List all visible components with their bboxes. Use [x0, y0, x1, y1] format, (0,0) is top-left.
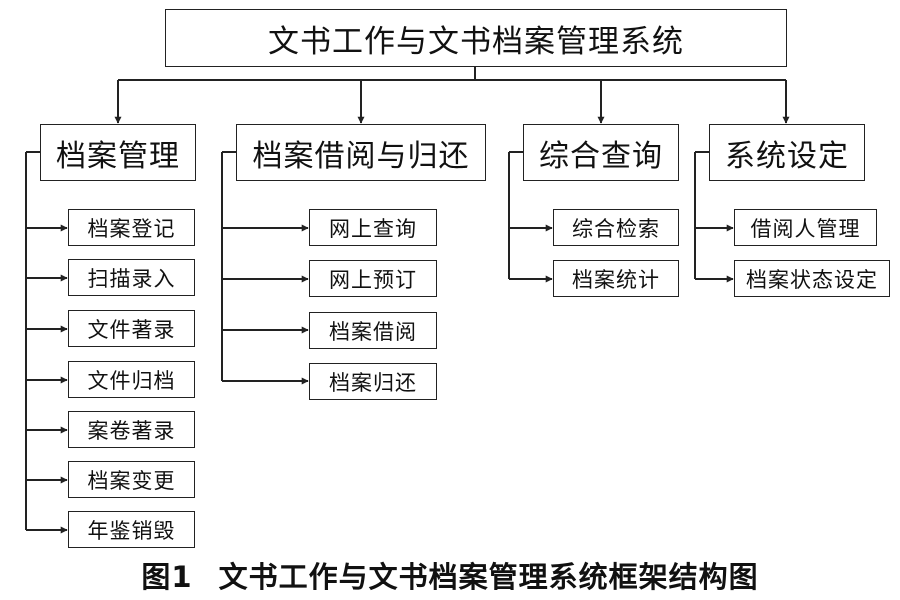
- function-node: 文件著录: [68, 310, 195, 347]
- function-label: 档案统计: [572, 267, 660, 292]
- function-node: 扫描录入: [68, 259, 195, 296]
- function-node: 借阅人管理: [734, 209, 877, 246]
- figure-caption: 图1 文书工作与文书档案管理系统框架结构图: [0, 555, 900, 595]
- module-comprehensive-query: 综合查询: [523, 124, 679, 181]
- figure-title: 文书工作与文书档案管理系统框架结构图: [218, 560, 759, 594]
- function-node: 档案统计: [553, 260, 679, 297]
- function-label: 档案状态设定: [746, 267, 878, 292]
- function-node: 档案状态设定: [734, 260, 890, 297]
- module-borrow-return: 档案借阅与归还: [236, 124, 486, 181]
- function-label: 案卷著录: [87, 418, 176, 443]
- root-node-label: 文书工作与文书档案管理系统: [268, 23, 684, 60]
- function-node: 档案登记: [68, 209, 195, 246]
- function-label: 档案借阅: [329, 319, 417, 344]
- function-node: 网上查询: [309, 209, 437, 246]
- figure-number: 图1: [141, 560, 193, 594]
- function-node: 文件归档: [68, 361, 195, 398]
- function-label: 网上查询: [329, 216, 417, 241]
- function-label: 扫描录入: [87, 266, 176, 291]
- function-node: 年鉴销毁: [68, 511, 195, 548]
- module-label: 综合查询: [539, 138, 663, 174]
- module-system-settings: 系统设定: [709, 124, 865, 181]
- function-node: 案卷著录: [68, 411, 195, 448]
- function-label: 借阅人管理: [750, 216, 861, 241]
- function-label: 网上预订: [329, 267, 417, 292]
- function-label: 年鉴销毁: [87, 518, 176, 543]
- module-label: 档案借阅与归还: [252, 138, 470, 174]
- function-node: 网上预订: [309, 260, 437, 297]
- root-node: 文书工作与文书档案管理系统: [165, 9, 787, 67]
- function-node: 档案借阅: [309, 312, 437, 349]
- function-label: 综合检索: [572, 216, 660, 241]
- function-node: 档案归还: [309, 363, 437, 400]
- function-label: 档案登记: [87, 216, 176, 241]
- function-label: 文件著录: [87, 317, 176, 342]
- function-node: 综合检索: [553, 209, 679, 246]
- module-archive-management: 档案管理: [40, 124, 196, 181]
- function-label: 档案变更: [87, 468, 176, 493]
- function-label: 文件归档: [87, 368, 176, 393]
- function-label: 档案归还: [329, 370, 417, 395]
- function-node: 档案变更: [68, 461, 195, 498]
- module-label: 系统设定: [725, 138, 849, 174]
- module-label: 档案管理: [56, 138, 180, 174]
